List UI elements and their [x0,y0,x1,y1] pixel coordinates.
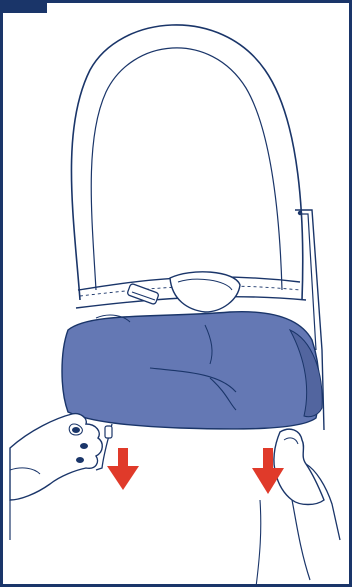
down-arrow-icon [107,448,139,490]
arched-frame-inner [91,48,282,290]
left-hand [10,414,102,540]
right-hand [274,429,340,580]
arched-frame-outer [71,25,302,300]
cord-stopper [105,426,112,438]
rail-rivet [298,211,302,215]
lower-strap [256,500,261,587]
fabric-cover [62,312,319,429]
seat-panel [170,272,240,312]
